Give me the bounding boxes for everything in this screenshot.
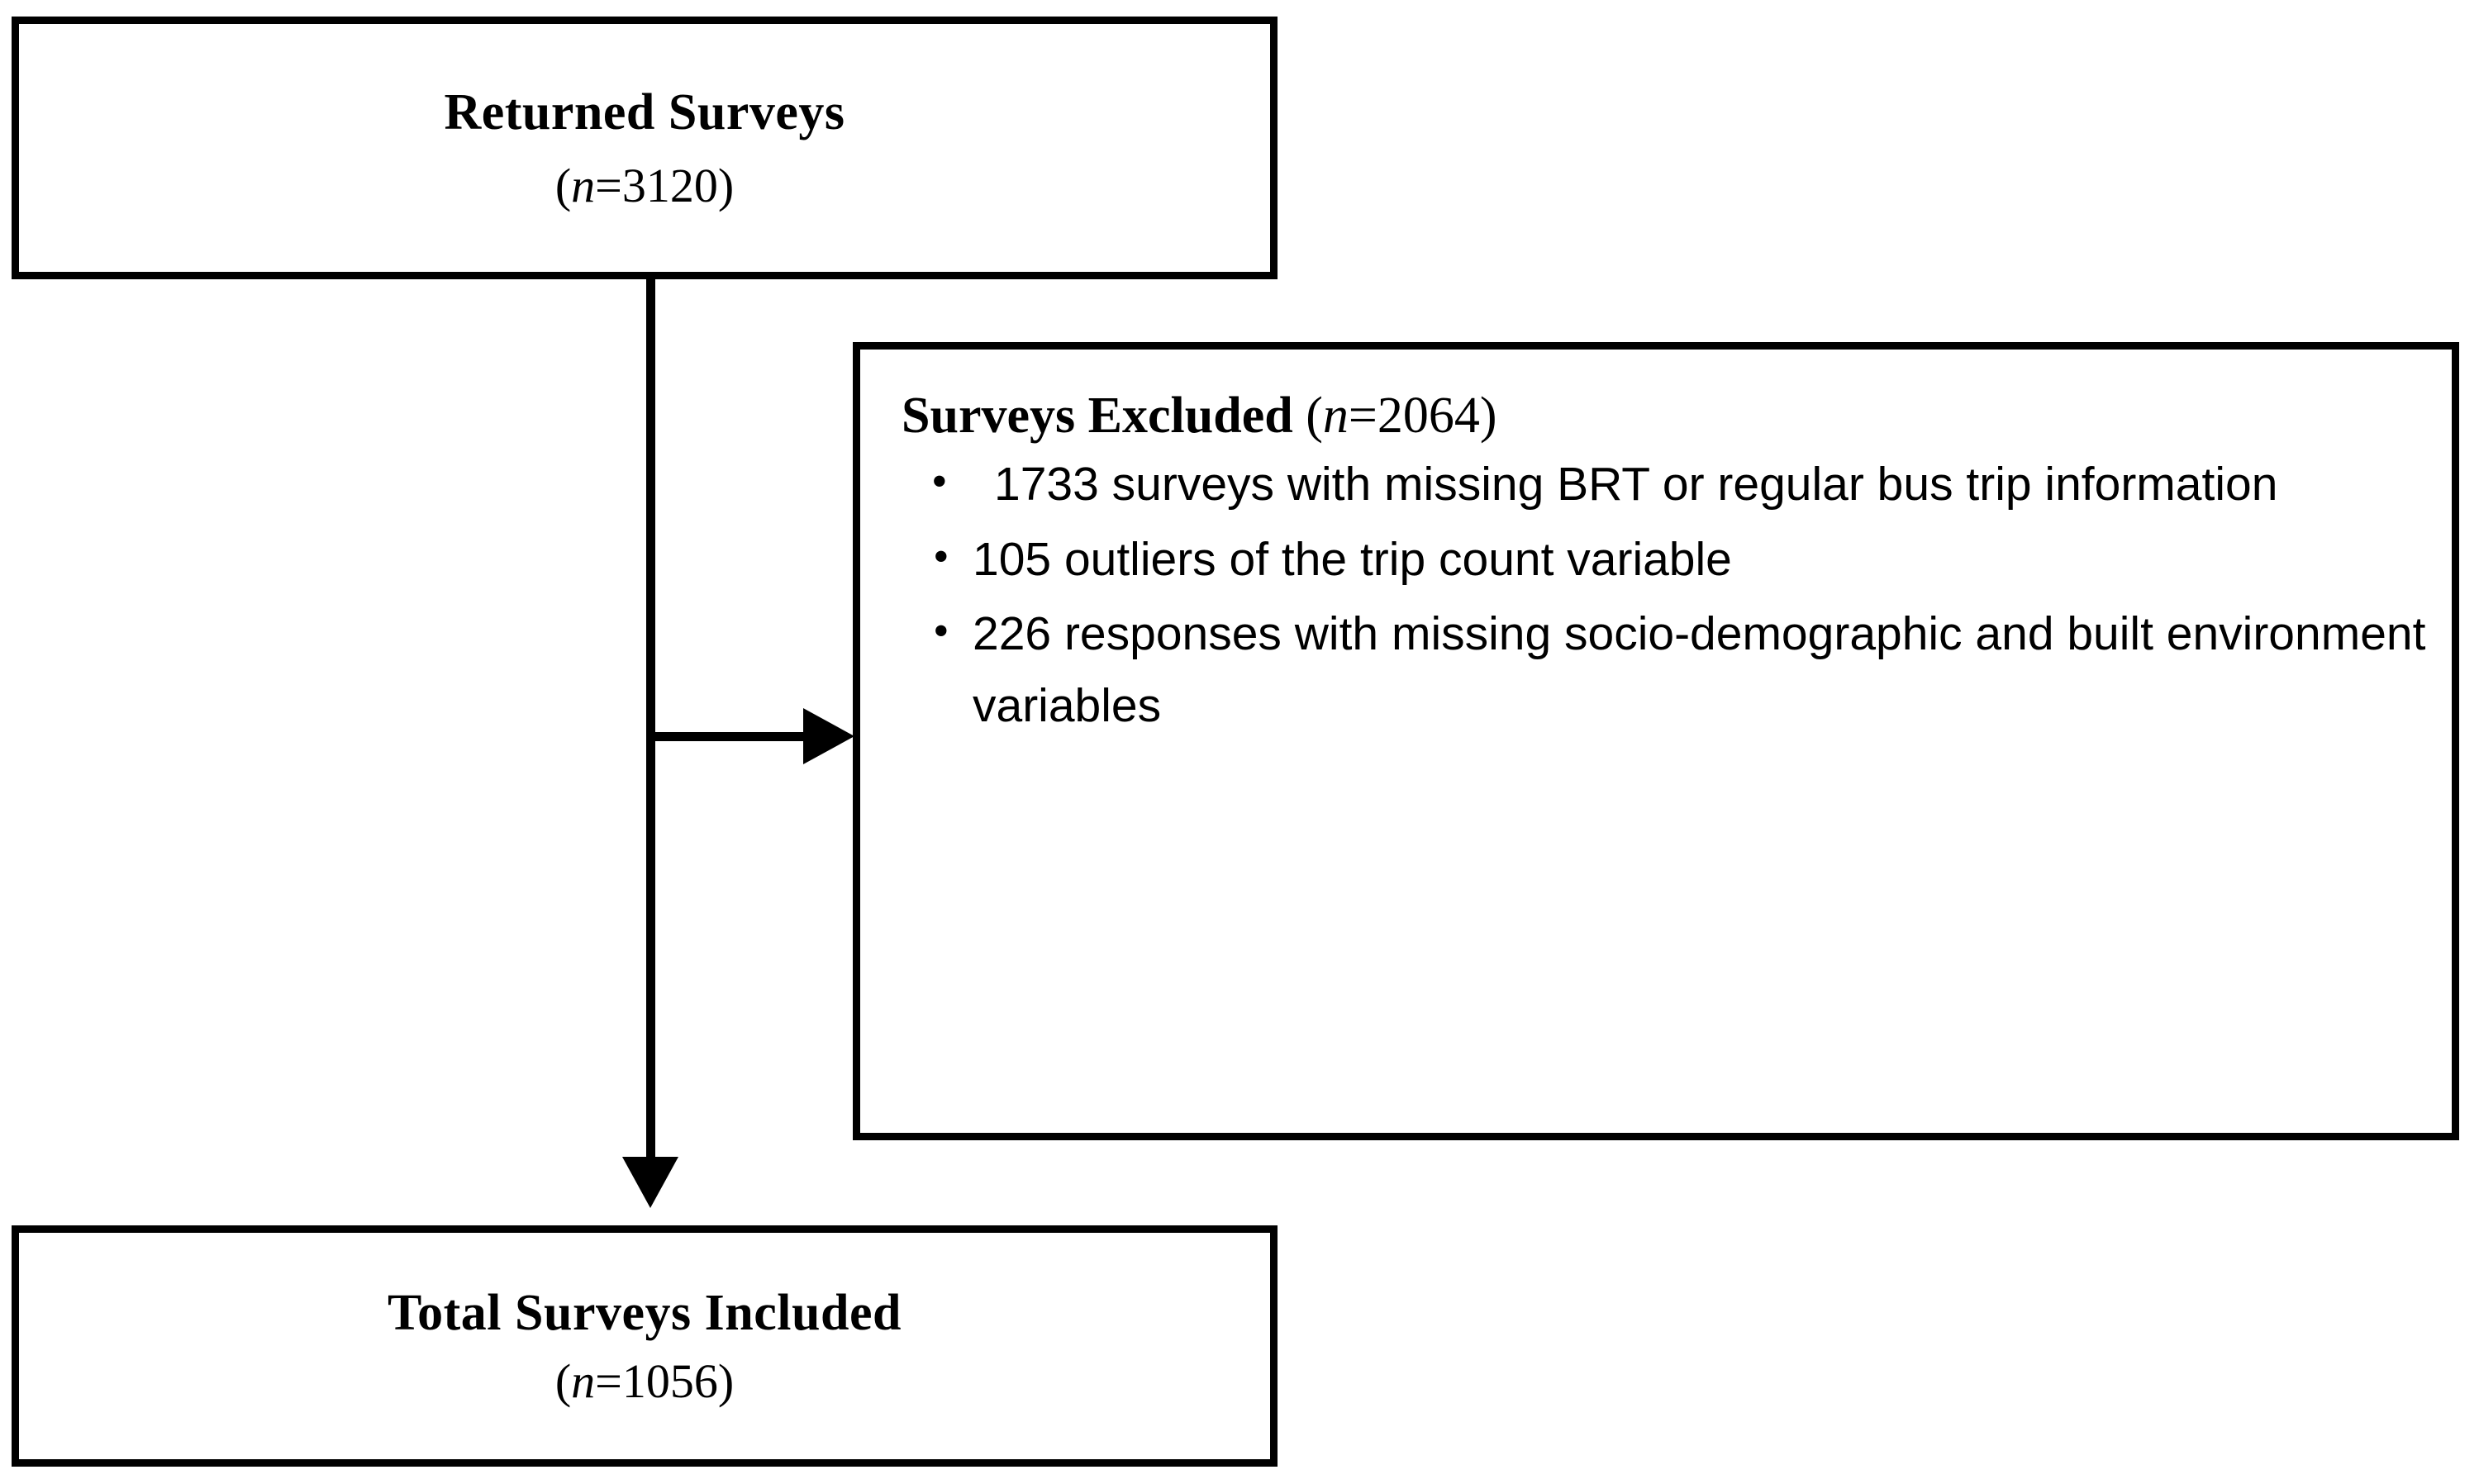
n-value: =1056) bbox=[595, 1353, 735, 1408]
arrowhead-right-icon bbox=[803, 708, 854, 764]
paren-open: ( bbox=[554, 1353, 572, 1408]
paren-open: ( bbox=[554, 158, 572, 212]
paren-open: ( bbox=[1306, 388, 1323, 444]
n-symbol: n bbox=[1322, 388, 1349, 444]
surveys-excluded-label: Surveys Excluded bbox=[902, 388, 1306, 444]
list-item: 105 outliers of the trip count variable bbox=[897, 522, 2429, 596]
n-value: =2064) bbox=[1348, 388, 1497, 444]
list-item: 1733 surveys with missing BRT or regular… bbox=[897, 447, 2429, 521]
connector-horizontal-line bbox=[646, 732, 830, 741]
connector-vertical-line bbox=[646, 278, 655, 1180]
returned-surveys-count: (n=3120) bbox=[554, 158, 735, 212]
list-item: 226 responses with missing socio-demogra… bbox=[897, 597, 2429, 741]
node-surveys-excluded: Surveys Excluded (n=2064) 1733 surveys w… bbox=[853, 342, 2459, 1140]
n-symbol: n bbox=[571, 1353, 596, 1408]
total-surveys-included-title: Total Surveys Included bbox=[388, 1285, 902, 1342]
exclusion-reason-list: 1733 surveys with missing BRT or regular… bbox=[897, 447, 2429, 745]
surveys-excluded-title: Surveys Excluded (n=2064) bbox=[902, 388, 2429, 444]
n-value: =3120) bbox=[595, 158, 735, 212]
surveys-excluded-count: (n=2064) bbox=[1306, 388, 1496, 444]
total-surveys-included-count: (n=1056) bbox=[555, 1357, 734, 1406]
n-symbol: n bbox=[571, 158, 596, 212]
node-returned-surveys: Returned Surveys (n=3120) bbox=[12, 17, 1278, 279]
node-total-surveys-included: Total Surveys Included (n=1056) bbox=[12, 1225, 1278, 1467]
arrowhead-down-icon bbox=[622, 1157, 678, 1208]
returned-surveys-title: Returned Surveys bbox=[444, 84, 845, 141]
